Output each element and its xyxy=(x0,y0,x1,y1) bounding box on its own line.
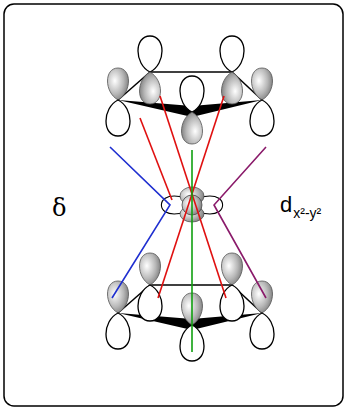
frame xyxy=(4,4,343,406)
bottom-ring xyxy=(106,253,274,361)
top-ring xyxy=(106,36,274,144)
orbital-label: x²-y² xyxy=(293,206,321,220)
interaction-lines xyxy=(110,96,266,352)
orbital-label: d xyxy=(280,194,292,216)
symmetry-label: δ xyxy=(52,196,66,220)
